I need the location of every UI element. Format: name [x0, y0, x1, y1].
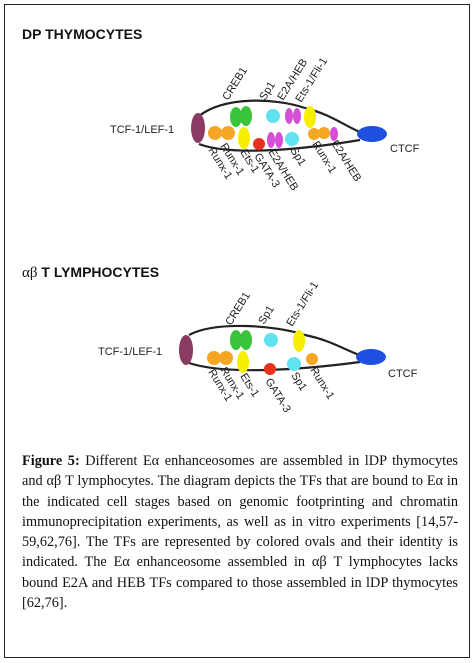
- bottom-label: Sp1: [288, 370, 309, 393]
- sp1-oval-top: [266, 109, 280, 123]
- creb1-oval-b: [240, 106, 252, 126]
- alpha-beta-symbol: αβ: [22, 265, 38, 281]
- bottom-label: Sp1: [287, 145, 308, 168]
- figure-caption: Figure 5: Different Eα enhanceosomes are…: [22, 451, 458, 613]
- creb1-oval-a: [230, 330, 242, 350]
- runx-oval-b: [221, 126, 235, 140]
- top-label: CREB1: [220, 65, 250, 102]
- e2a-heb-oval-2: [293, 108, 301, 124]
- runx-oval-c: [306, 353, 318, 365]
- bottom-label: GATA-3: [262, 376, 292, 415]
- ets-fli-oval-top: [304, 106, 316, 128]
- dna-strand-top: [198, 99, 306, 117]
- sp1-oval-bottom: [285, 132, 299, 146]
- e2a-heb-oval-4: [275, 132, 283, 148]
- caption-text: Different Eα enhanceosomes are assembled…: [22, 453, 458, 612]
- e2a-heb-oval-3: [267, 132, 275, 148]
- tcf-lef-label: TCF-1/LEF-1: [98, 346, 162, 358]
- runx-oval-b: [219, 351, 233, 365]
- ctcf-label: CTCF: [390, 143, 420, 155]
- top-label: Sp1: [256, 304, 277, 327]
- gata3-oval: [253, 138, 265, 150]
- creb1-oval-b: [240, 330, 252, 350]
- tcf-lef-label: TCF-1/LEF-1: [110, 124, 174, 136]
- sp1-oval-top: [264, 333, 278, 347]
- dp-thymocytes-heading: DP THYMOCYTES: [22, 26, 143, 42]
- top-label: Sp1: [257, 80, 278, 103]
- creb1-oval-a: [230, 107, 242, 127]
- tcf-lef-oval: [179, 335, 193, 365]
- runx-oval-d: [318, 127, 330, 139]
- top-label: CREB1: [223, 290, 253, 327]
- runx-oval-a: [208, 126, 222, 140]
- ctcf-oval: [356, 349, 386, 365]
- ets-fli-oval-top: [293, 330, 305, 352]
- top-label: Ets-1/Fli-1: [284, 280, 321, 329]
- ctcf-label: CTCF: [388, 368, 418, 380]
- dp-enhanceosome: TCF-1/LEF-1 CTCF CREB1 Sp1 E2A/HEB Ets-1…: [110, 56, 420, 193]
- e2a-heb-oval-5: [330, 127, 338, 141]
- runx-oval-c: [308, 128, 320, 140]
- ets-oval-bottom: [238, 127, 250, 149]
- sp1-oval-bottom: [287, 357, 301, 371]
- tcf-lef-oval: [191, 113, 205, 143]
- ctcf-oval: [357, 126, 387, 142]
- ab-t-lymphocytes-heading: αβ T LYMPHOCYTES: [22, 264, 159, 282]
- e2a-heb-oval-1: [285, 108, 293, 124]
- dna-strand-top: [188, 324, 306, 337]
- gata3-oval: [264, 363, 276, 375]
- ets-oval-bottom: [237, 351, 249, 373]
- ab-enhanceosome: TCF-1/LEF-1 CTCF CREB1 Sp1 Ets-1/Fli-1 R…: [98, 280, 418, 415]
- caption-label: Figure 5:: [22, 453, 80, 469]
- runx-oval-a: [207, 351, 221, 365]
- bottom-label: Runx-1: [307, 365, 336, 401]
- dna-strand-join: [304, 333, 363, 358]
- heading-text: T LYMPHOCYTES: [37, 264, 160, 280]
- dna-strand-bottom: [198, 138, 361, 152]
